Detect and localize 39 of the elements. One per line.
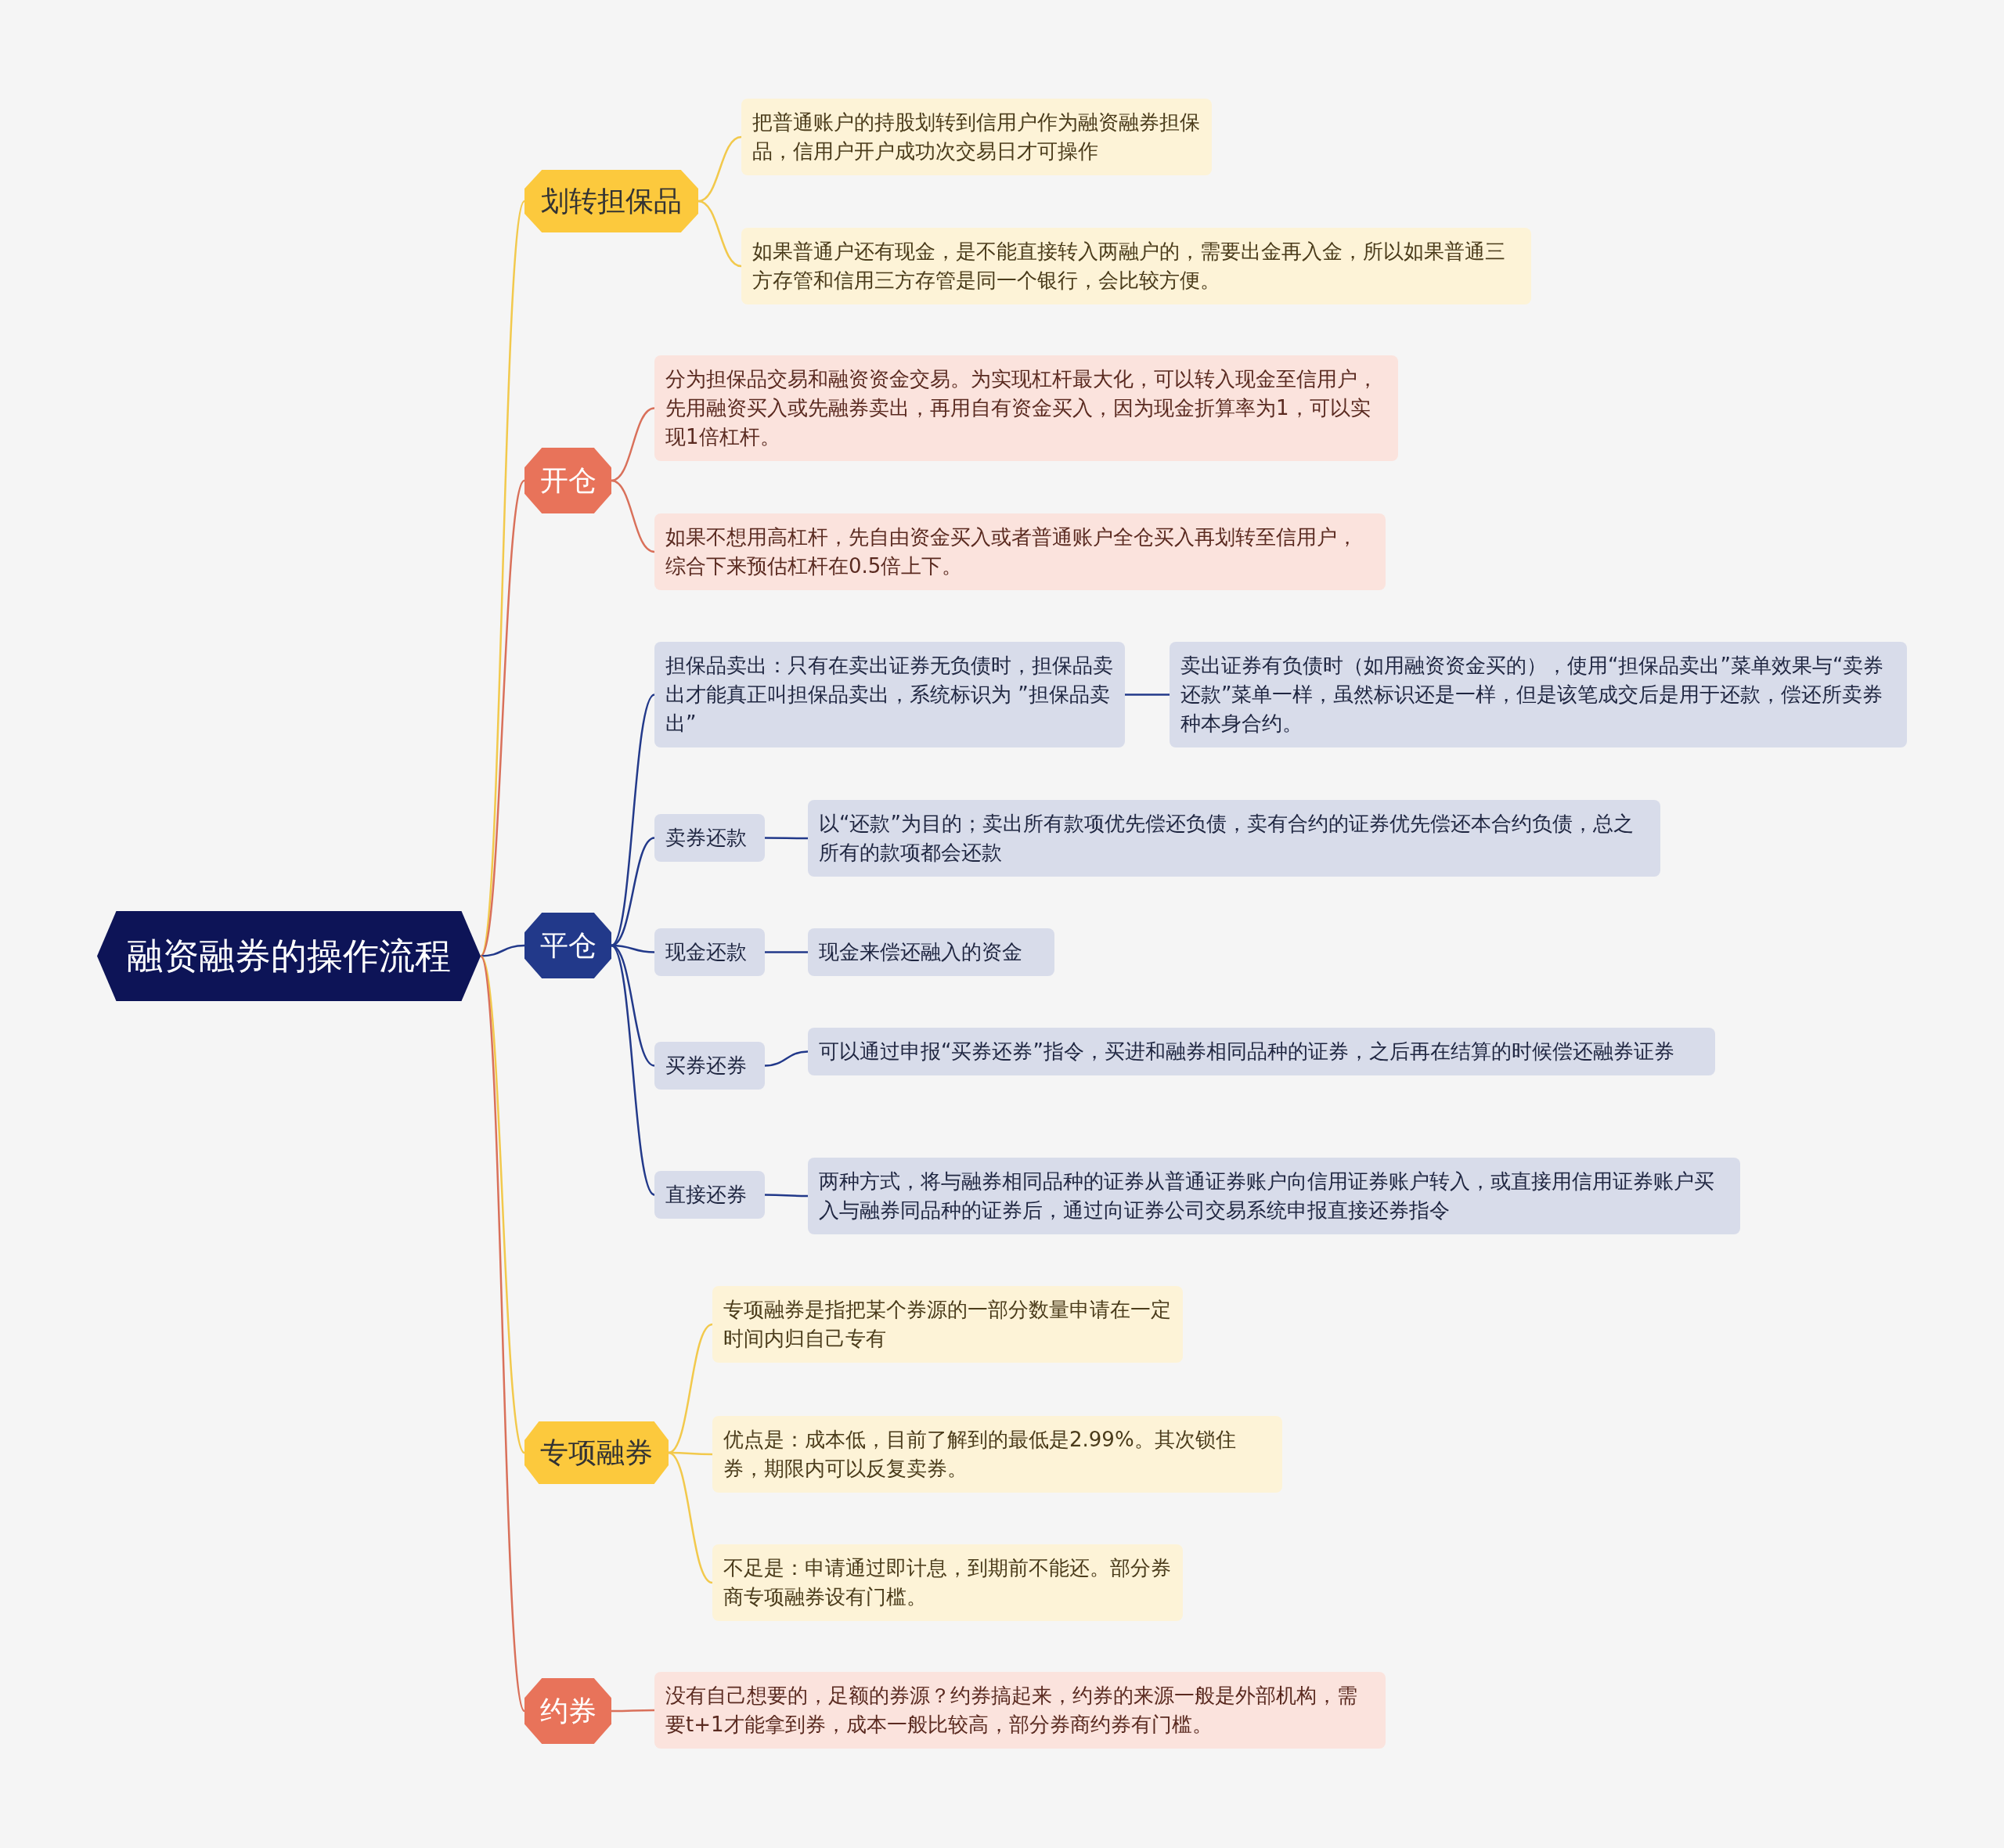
connector-line bbox=[765, 1194, 808, 1198]
connector-line bbox=[611, 693, 655, 946]
note-box: 可以通过申报“买券还券”指令，买进和融券相同品种的证券，之后再在结算的时候偿还融券证券 bbox=[808, 1028, 1715, 1075]
note-box: 没有自己想要的，足额的券源？约券搞起来，约券的来源一般是外部机构，需要t+1才能拿到券，成本一般比较高，部分券商约券有门槛。 bbox=[654, 1672, 1386, 1749]
connector-line bbox=[764, 1050, 809, 1067]
central-topic: 融资融券的操作流程 bbox=[97, 911, 481, 1001]
note-box: 担保品卖出：只有在卖出证券无负债时，担保品卖出才能真正叫担保品卖出，系统标识为 ”担保品卖出” bbox=[654, 642, 1125, 747]
note-box: 以“还款”为目的；卖出所有款项优先偿还负债，卖有合约的证券优先偿还本合约负债，总之所有的款项都会还款 bbox=[808, 800, 1660, 877]
topic-box: 划转担保品 bbox=[524, 170, 698, 232]
note-box: 不足是：申请通过即计息，到期前不能还。部分券商专项融券设有门槛。 bbox=[712, 1544, 1183, 1621]
connector-line bbox=[611, 407, 655, 482]
topic-box: 平仓 bbox=[524, 913, 611, 978]
note-box: 卖出证券有负债时（如用融资资金买的），使用“担保品卖出”菜单效果与“卖券还款”菜单一样，虽然标识还是一样，但是该笔成交后是用于还款，偿还所卖券种本身合约。 bbox=[1170, 642, 1907, 747]
connector-line bbox=[697, 135, 742, 203]
note-box: 分为担保品交易和融资资金交易。为实现杠杆最大化，可以转入现金至信用户，先用融资买入或先融券卖出，再用自有资金买入，因为现金折算率为1，可以实现1倍杠杆。 bbox=[654, 355, 1398, 461]
note-box: 买券还券 bbox=[654, 1042, 765, 1090]
connector-line bbox=[480, 944, 525, 957]
note-box: 专项融券是指把某个券源的一部分数量申请在一定时间内归自己专有 bbox=[712, 1286, 1183, 1363]
note-box: 现金还款 bbox=[654, 928, 765, 976]
connector-line bbox=[611, 479, 655, 553]
note-box: 现金来偿还融入的资金 bbox=[808, 928, 1054, 976]
connector-line bbox=[668, 1323, 713, 1454]
note-box: 如果普通户还有现金，是不能直接转入两融户的，需要出金再入金，所以如果普通三方存管和信用三方存管是同一个银行，会比较方便。 bbox=[741, 228, 1531, 304]
note-box: 直接还券 bbox=[654, 1171, 765, 1219]
topic-box: 专项融券 bbox=[524, 1421, 669, 1484]
note-box: 优点是：成本低，目前了解到的最低是2.99%。其次锁住券，期限内可以反复卖券。 bbox=[712, 1416, 1282, 1493]
note-box: 两种方式，将与融券相同品种的证券从普通证券账户向信用证券账户转入，或直接用信用证券账户买入与融券同品种的证券后，通过向证券公司交易系统申报直接还券指令 bbox=[808, 1158, 1740, 1234]
connector-line bbox=[765, 951, 808, 953]
connector-line bbox=[668, 1451, 713, 1584]
connector-line bbox=[765, 837, 808, 840]
note-box: 卖券还款 bbox=[654, 814, 765, 862]
note-box: 如果不想用高杠杆，先自由资金买入或者普通账户全仓买入再划转至信用户，综合下来预估杠杆在0.5倍上下。 bbox=[654, 513, 1386, 590]
connector-line bbox=[611, 1709, 654, 1713]
topic-box: 约券 bbox=[524, 1678, 611, 1744]
topic-box: 开仓 bbox=[524, 448, 611, 513]
note-box: 把普通账户的持股划转到信用户作为融资融券担保品，信用户开户成功次交易日才可操作 bbox=[741, 99, 1212, 175]
connector-line bbox=[697, 200, 742, 268]
connector-line bbox=[1125, 693, 1170, 696]
connector-line bbox=[611, 945, 655, 1196]
